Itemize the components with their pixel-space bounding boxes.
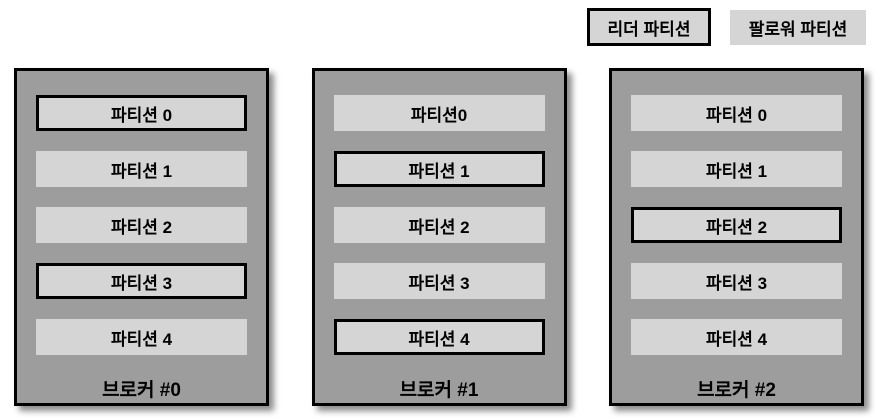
broker-label: 브로커 #1	[399, 380, 479, 401]
legend-follower-partition-label: 팔로워 파티션	[748, 20, 848, 39]
partition-follower: 파티션 4	[631, 319, 842, 355]
partition-follower: 파티션 4	[36, 319, 247, 355]
legend-leader-partition-swatch: 리더 파티션	[587, 8, 711, 46]
legend-leader-partition-label: 리더 파티션	[607, 19, 691, 39]
partition-leader: 파티션 1	[333, 151, 545, 187]
partition-follower: 파티션 3	[631, 263, 842, 299]
partition-follower: 파티션 1	[631, 151, 842, 187]
broker-box-1: 파티션0 파티션 1 파티션 2 파티션 3 파티션 4 브로커 #1	[311, 68, 567, 406]
partition-leader: 파티션 0	[36, 95, 247, 131]
broker-label: 브로커 #2	[697, 380, 776, 401]
partition-follower: 파티션 2	[36, 207, 247, 243]
partition-follower: 파티션 0	[631, 95, 842, 131]
partition-leader: 파티션 3	[36, 263, 247, 299]
partition-leader: 파티션 4	[333, 319, 545, 355]
broker-box-0: 파티션 0 파티션 1 파티션 2 파티션 3 파티션 4 브로커 #0	[14, 68, 269, 406]
brokers-row: 파티션 0 파티션 1 파티션 2 파티션 3 파티션 4 브로커 #0 파티션0 파티션 1…	[14, 68, 864, 406]
partition-follower: 파티션 1	[36, 151, 247, 187]
legend-follower-partition-swatch: 팔로워 파티션	[730, 10, 866, 45]
partition-follower: 파티션0	[333, 95, 545, 131]
legend: 리더 파티션 팔로워 파티션	[587, 8, 866, 46]
partition-follower: 파티션 2	[333, 207, 545, 243]
broker-label: 브로커 #0	[102, 380, 181, 401]
partition-follower: 파티션 3	[333, 263, 545, 299]
broker-box-2: 파티션 0 파티션 1 파티션 2 파티션 3 파티션 4 브로커 #2	[609, 68, 864, 406]
partition-leader: 파티션 2	[631, 207, 842, 243]
